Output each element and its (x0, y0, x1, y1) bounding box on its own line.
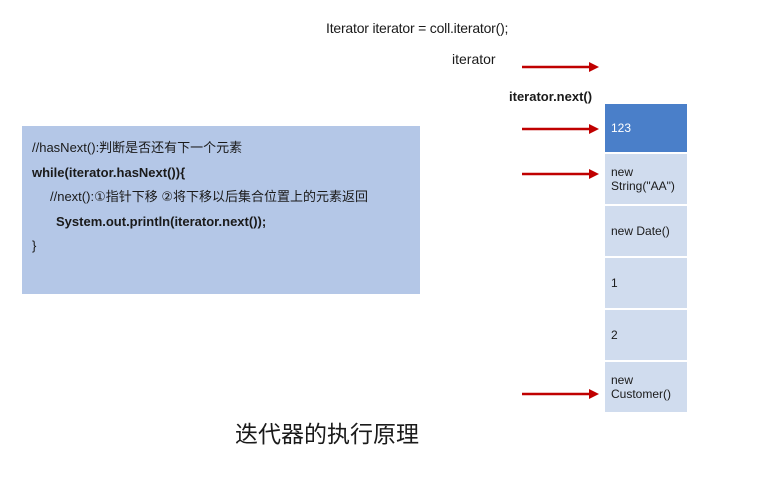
collection-cell: 123 (605, 104, 687, 154)
caption-title: 迭代器的执行原理 (235, 422, 419, 448)
next-label: iterator.next() (509, 89, 593, 104)
code-line-while: while(iterator.hasNext()){ (32, 164, 186, 180)
code-block: //hasNext():判断是否还有下一个元素 while(iterator.h… (22, 126, 420, 294)
code-line-println: System.out.println(iterator.next()); (56, 213, 267, 229)
iterator-label: iterator (452, 51, 496, 67)
header-code: Iterator iterator = coll.iterator(); (326, 20, 509, 36)
collection-cell: new Date() (605, 206, 687, 258)
code-line-close-brace: } (32, 238, 37, 253)
collection-cell: 1 (605, 258, 687, 310)
code-line-comment-hasnext: //hasNext():判断是否还有下一个元素 (32, 140, 243, 155)
arrow-last (522, 389, 599, 399)
collection-stack: 123 new String("AA") new Date() 1 2 new … (605, 104, 687, 414)
collection-cell: 2 (605, 310, 687, 362)
arrow-iterator-initial (522, 62, 599, 72)
code-line-comment-next: //next():①指针下移 ②将下移以后集合位置上的元素返回 (50, 189, 368, 204)
arrow-next-2 (522, 169, 599, 179)
collection-cell: new Customer() (605, 362, 687, 414)
collection-cell: new String("AA") (605, 154, 687, 206)
arrow-next-1 (522, 124, 599, 134)
